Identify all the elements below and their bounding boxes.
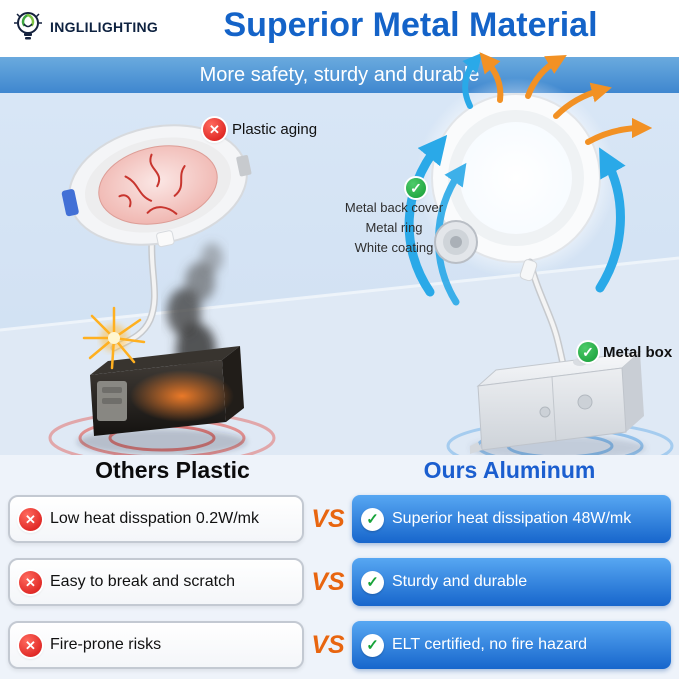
check-icon xyxy=(361,570,384,594)
brand-logo: INGLILIGHTING xyxy=(10,9,158,45)
comparison-row: Easy to break and scratch VS Sturdy and … xyxy=(8,557,671,607)
ours-aluminum-header: Ours Aluminum xyxy=(423,457,596,483)
others-pill-text: Low heat disspation 0.2W/mk xyxy=(50,510,259,527)
cross-icon xyxy=(203,118,226,141)
wire-right xyxy=(519,258,568,372)
others-pill-text: Fire-prone risks xyxy=(50,636,162,653)
ours-pill: Sturdy and durable xyxy=(352,558,671,606)
metal-downlight xyxy=(431,93,601,263)
metal-feature-labels: Metal back cover Metal ring White coatin… xyxy=(326,198,462,258)
check-icon xyxy=(361,507,384,531)
metal-back-cover-disc xyxy=(434,220,478,264)
airflow-arrows-orange xyxy=(479,52,653,145)
others-pill: Fire-prone risks xyxy=(8,621,304,669)
vs-label: VS xyxy=(311,630,345,659)
illustration-canvas xyxy=(0,52,679,455)
plastic-downlight xyxy=(61,124,252,248)
spark xyxy=(82,306,146,370)
metal-box-tag: Metal box xyxy=(578,342,672,362)
cross-icon xyxy=(19,570,42,594)
ours-pill-text: ELT certified, no fire hazard xyxy=(392,636,588,653)
header: INGLILIGHTING Superior Metal Material xyxy=(0,0,679,57)
ours-pill-text: Superior heat dissipation 48W/mk xyxy=(392,510,632,527)
others-pill: Easy to break and scratch xyxy=(8,558,304,606)
comparison-row: Fire-prone risks VS ELT certified, no fi… xyxy=(8,620,671,670)
white-coating-label: White coating xyxy=(354,240,434,255)
plastic-aging-badge: Plastic aging xyxy=(203,118,317,141)
metal-back-cover-label: Metal back cover xyxy=(344,200,444,215)
ours-pill-text: Sturdy and durable xyxy=(392,573,528,590)
others-pill: Low heat disspation 0.2W/mk xyxy=(8,495,304,543)
cross-icon xyxy=(19,507,42,531)
cross-icon xyxy=(19,633,42,657)
metal-box-label: Metal box xyxy=(603,343,673,361)
metal-ring-label: Metal ring xyxy=(365,220,423,235)
subtitle-banner: More safety, sturdy and durable xyxy=(0,57,679,93)
plastic-junction-box xyxy=(90,346,244,436)
mounting-clip xyxy=(61,189,79,217)
metal-junction-box xyxy=(470,351,644,454)
page-title: Superior Metal Material xyxy=(223,6,598,44)
vs-label: VS xyxy=(311,567,345,596)
others-pill-text: Easy to break and scratch xyxy=(50,573,235,590)
check-icon xyxy=(361,633,384,657)
check-icon xyxy=(578,342,598,362)
vs-label: VS xyxy=(311,504,345,533)
brand-name: INGLILIGHTING xyxy=(50,19,159,35)
comparison-row: Low heat disspation 0.2W/mk VS Superior … xyxy=(8,494,671,544)
plastic-aging-label: Plastic aging xyxy=(232,121,318,138)
crack-lines xyxy=(118,153,186,215)
lightbulb-logo-icon xyxy=(14,12,42,40)
ours-pill: ELT certified, no fire hazard xyxy=(352,621,671,669)
black-box-shadow xyxy=(77,429,247,455)
others-plastic-header: Others Plastic xyxy=(95,457,250,483)
check-icon xyxy=(406,178,426,198)
ours-pill: Superior heat dissipation 48W/mk xyxy=(352,495,671,543)
